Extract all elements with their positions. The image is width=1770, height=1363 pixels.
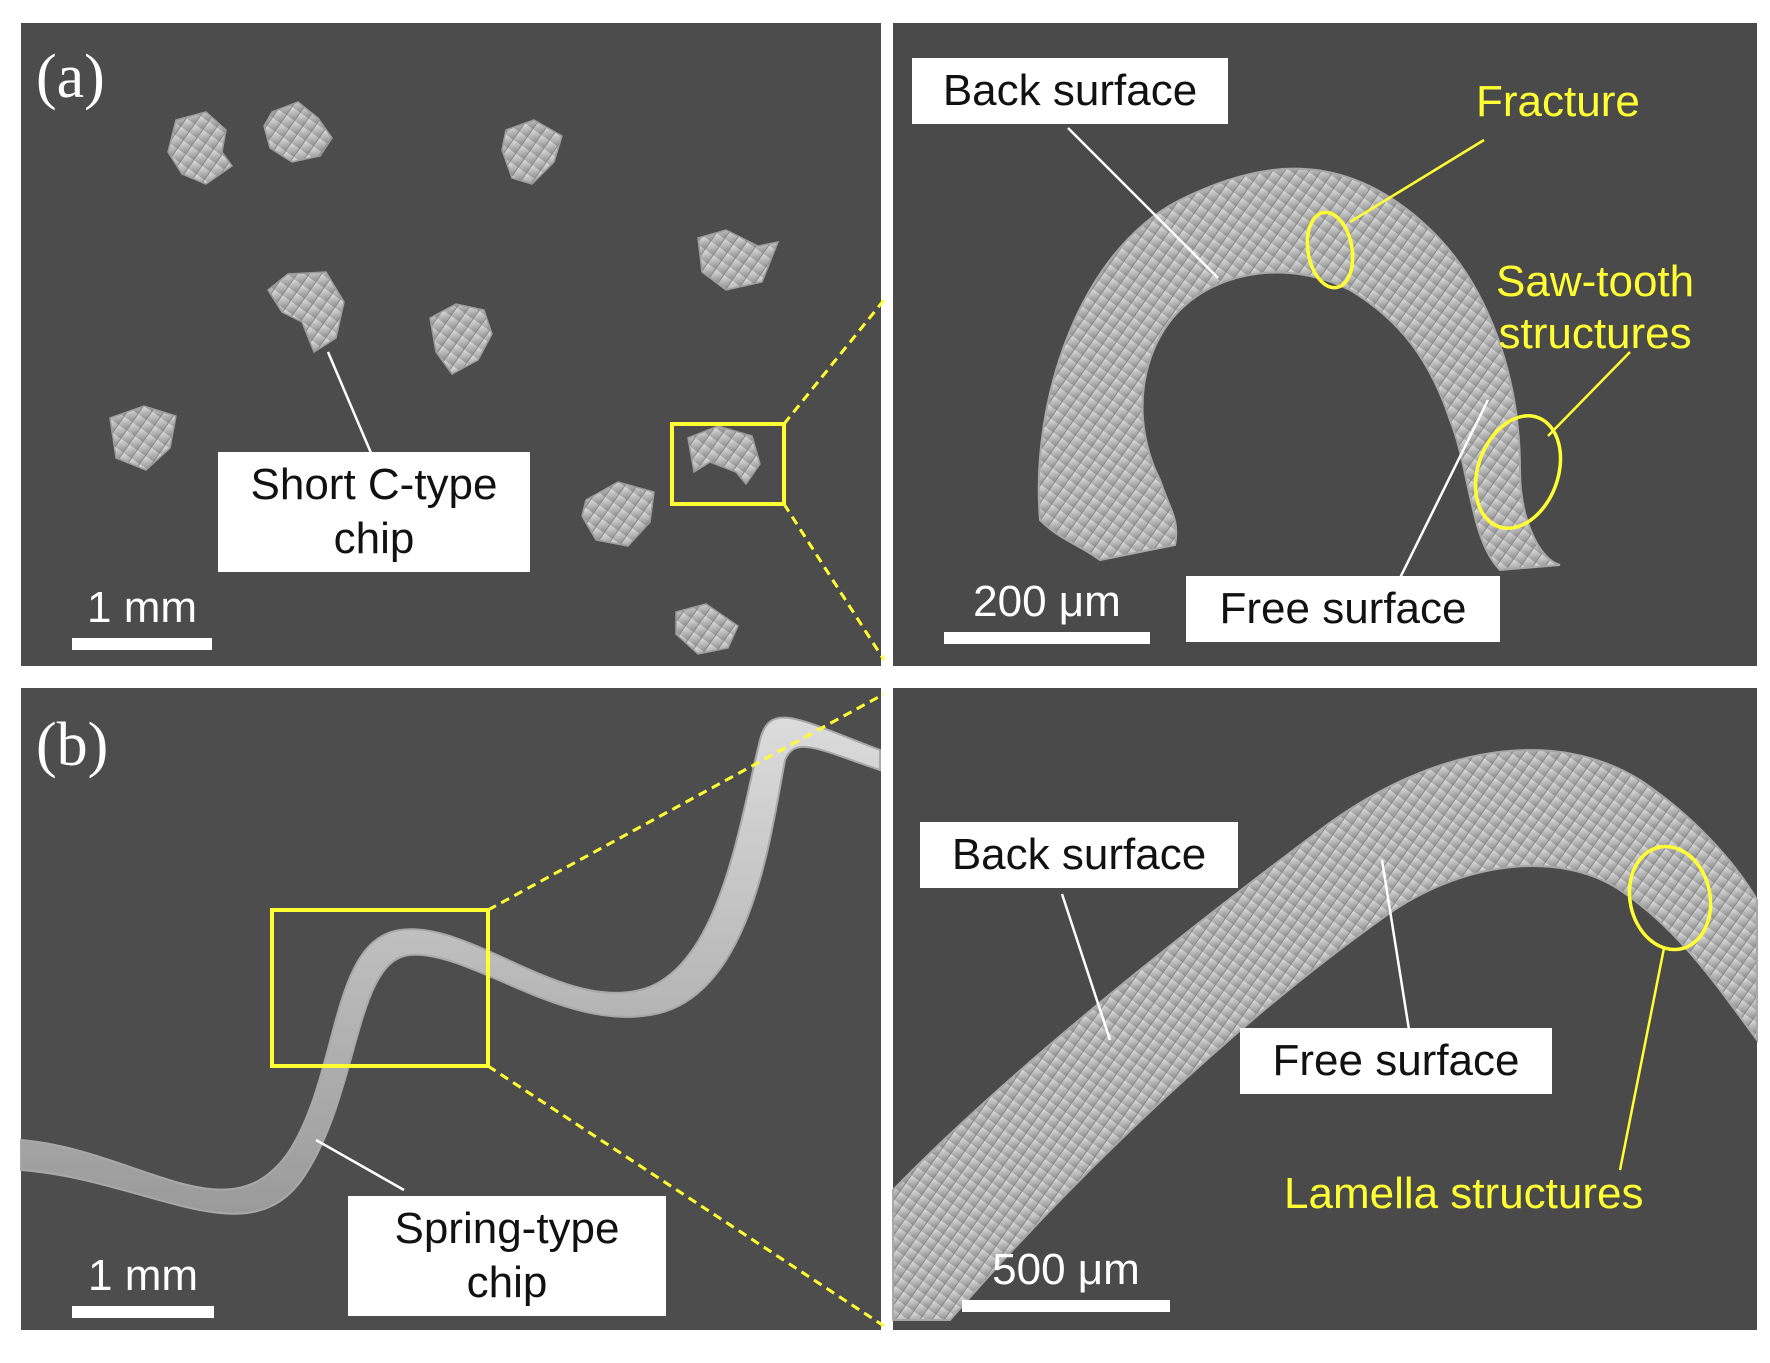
chip [267, 271, 345, 354]
zoom-connector [782, 299, 886, 425]
panel-a-zoom [893, 23, 1757, 666]
chip [167, 111, 234, 185]
leader-line [1547, 351, 1631, 437]
fracture-ellipse [1305, 210, 1355, 290]
chip [675, 603, 739, 655]
zoom-connector [782, 503, 886, 661]
short-c-type-chips [109, 101, 780, 655]
chip-arch [1037, 167, 1561, 572]
chip [697, 229, 780, 291]
zoom-connector [487, 1064, 885, 1328]
chip [501, 119, 563, 185]
leader-line [1060, 893, 1112, 1041]
chip [109, 405, 177, 471]
spring-chip-ribbon [20, 716, 881, 1215]
selection-box [670, 422, 786, 506]
ribbon-magnified [892, 749, 1758, 1321]
leader-line [1380, 859, 1412, 1037]
chip [687, 425, 761, 486]
leader-line [1396, 399, 1490, 583]
leader-line [315, 1138, 405, 1192]
chip [429, 303, 493, 375]
selection-box [270, 908, 490, 1068]
saw-tooth-ellipse [1473, 414, 1563, 530]
leader-line [1067, 127, 1219, 279]
leader-line [326, 351, 376, 461]
leader-line [1349, 138, 1485, 224]
c-chip-magnified [1037, 167, 1561, 572]
leader-line [1618, 947, 1666, 1171]
zoom-connector [487, 692, 885, 912]
lamella-ellipse [1627, 844, 1713, 952]
chip [581, 481, 655, 547]
chip [263, 101, 333, 163]
